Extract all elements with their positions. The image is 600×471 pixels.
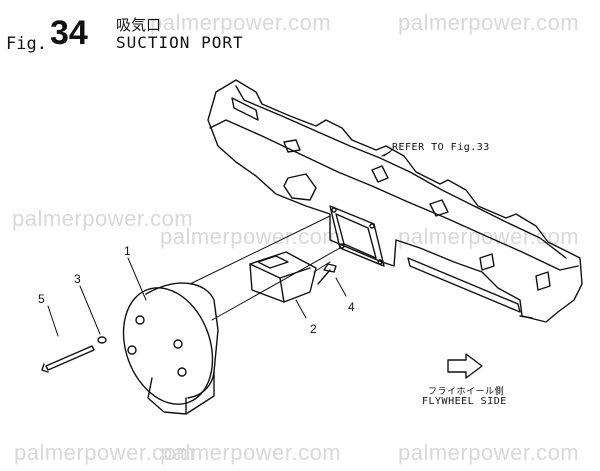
flywheel-label-jp: フライホイール側 xyxy=(428,387,505,397)
watermark: palmerpower.com xyxy=(14,440,196,465)
fig-number: 34 xyxy=(50,14,88,52)
callout-2: 2 xyxy=(310,322,317,336)
flywheel-arrow-icon xyxy=(447,353,483,379)
refer-note: REFER TO Fig.33 xyxy=(392,142,490,153)
callout-5: 5 xyxy=(38,292,45,306)
title-jp: 吸気口 xyxy=(116,16,162,34)
leader-lines xyxy=(47,151,391,337)
callout-1: 1 xyxy=(124,244,131,258)
watermark: palmerpower.com xyxy=(398,10,580,35)
flywheel-label-en: FLYWHEEL SIDE xyxy=(422,396,507,407)
part-4-bolt xyxy=(317,263,337,285)
watermark: palmerpower.com xyxy=(12,206,194,231)
watermark: palmerpower.com xyxy=(398,440,580,465)
part-1-air-cleaner xyxy=(122,282,219,415)
inlet-port xyxy=(329,205,385,267)
part-2-element xyxy=(249,251,317,303)
fig-prefix: Fig. xyxy=(6,34,47,54)
page-title: SUCTION PORT xyxy=(116,33,244,52)
watermark: palmerpower.com xyxy=(160,440,342,465)
callout-3: 3 xyxy=(74,272,81,286)
callout-4: 4 xyxy=(348,300,355,314)
part-3-washer xyxy=(97,336,107,344)
watermark: palmerpower.com xyxy=(160,224,342,249)
part-5-bolt xyxy=(41,345,95,373)
watermark: palmerpower.com xyxy=(150,10,332,35)
manifold xyxy=(207,79,583,323)
